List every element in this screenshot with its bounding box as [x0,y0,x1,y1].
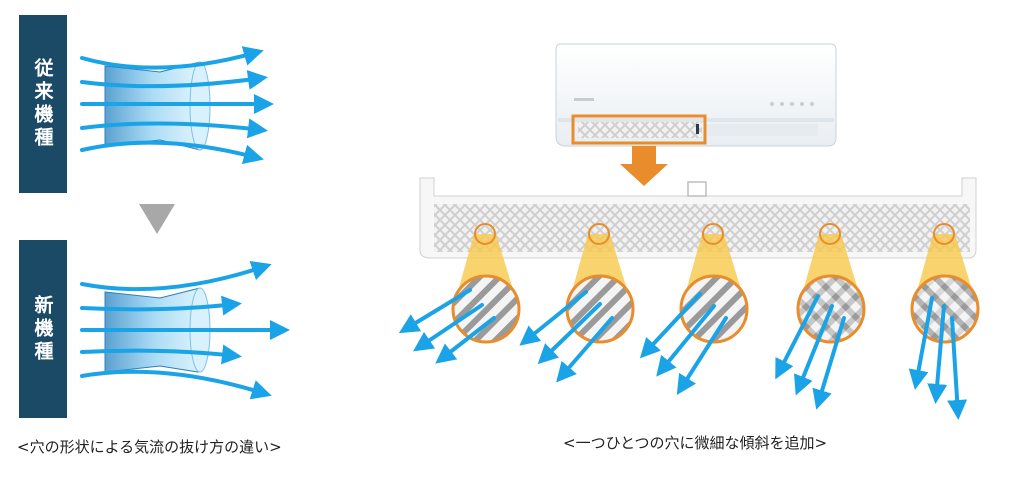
down-arrow-orange [620,146,668,186]
caption-right: <一つひとつの穴に微細な傾斜を追加> [563,434,828,452]
hole1-arrow-a [398,288,472,334]
hole5-arrow-a [908,296,934,390]
hole-markers [474,223,955,245]
vent-panel [419,177,977,259]
hole2-arrow-b [537,302,602,365]
air-conditioner-unit [555,43,837,147]
old-model-label-text: 従来機種 [31,58,54,150]
ac-status-dots [770,102,814,106]
hole3-arrow-b [656,304,716,377]
old-arrow-5 [80,140,264,165]
hole4-arrow-b [793,304,834,396]
ac-vent-grille [578,122,702,138]
hole5-arrow-b [927,304,948,404]
hole3-arrow-c [676,316,728,396]
hole1-arrow-b [413,303,484,352]
magnified-hole-1 [451,274,521,344]
new-model-airflow [80,260,290,400]
hole4-arrow-a [775,294,820,380]
ac-vent-highlight [571,114,707,145]
ac-indicator [696,124,699,134]
hole2-arrow-a [519,290,588,346]
new-arrow-5 [80,369,272,400]
hole1-arrow-c [435,316,496,364]
new-model-label: 新機種 [19,240,67,418]
new-arrow-4 [80,344,242,365]
old-arrow-4 [80,118,268,139]
hole4-arrow-c [812,316,846,410]
old-arrow-1 [80,46,264,70]
old-arrow-2 [80,69,268,90]
hole5-arrow-c [947,316,968,420]
hole2-arrow-c [556,316,614,383]
old-model-airflow [80,46,274,165]
down-arrow-triangle [139,204,175,234]
caption-left: <穴の形状による気流の抜け方の違い> [17,438,282,456]
new-model-label-text: 新機種 [31,294,54,364]
old-model-label: 従来機種 [19,15,67,193]
new-arrow-2 [80,295,242,316]
new-arrow-1 [80,260,272,292]
hole3-arrow-a [639,292,702,359]
